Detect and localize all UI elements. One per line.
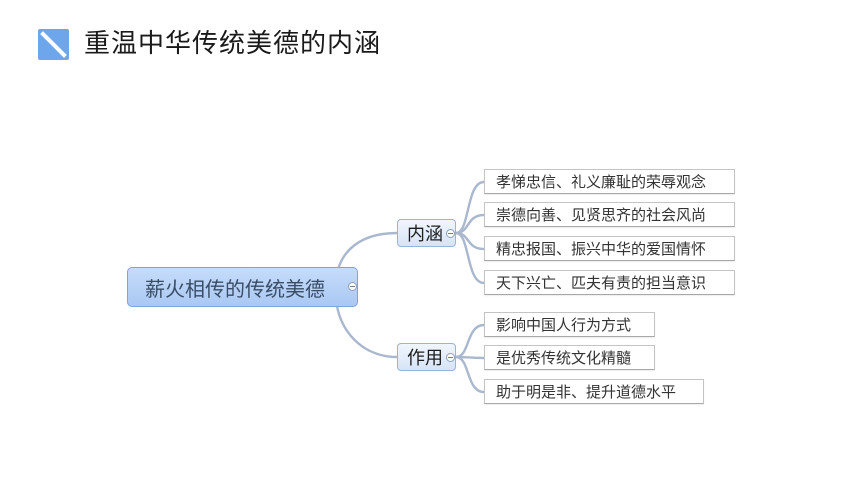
leaf-node-label: 天下兴亡、匹夫有责的担当意识 — [496, 274, 707, 292]
leaf-node[interactable]: 助于明是非、提升道德水平 — [484, 379, 704, 404]
leaf-node[interactable]: 孝悌忠信、礼义廉耻的荣辱观念 — [484, 169, 735, 194]
title-accent-icon — [38, 28, 69, 60]
branch-zuoyong-collapse-toggle-icon[interactable] — [446, 353, 455, 362]
leaf-node[interactable]: 崇德向善、见贤思齐的社会风尚 — [484, 202, 735, 227]
connector-zuoyong-leaf-3 — [454, 355, 486, 394]
leaf-node-label: 精忠报国、振兴中华的爱国情怀 — [496, 240, 707, 258]
branch-node-label: 内涵 — [407, 224, 443, 245]
page-header: 重温中华传统美德的内涵 — [38, 26, 381, 62]
leaf-node[interactable]: 精忠报国、振兴中华的爱国情怀 — [484, 236, 735, 261]
root-collapse-toggle-icon[interactable] — [348, 282, 357, 291]
leaf-node[interactable]: 天下兴亡、匹夫有责的担当意识 — [484, 270, 735, 295]
page-title: 重温中华传统美德的内涵 — [84, 29, 382, 59]
leaf-node-label: 影响中国人行为方式 — [496, 316, 632, 334]
root-node-label: 薪火相传的传统美德 — [145, 276, 325, 301]
connector-neihan-leaf-1 — [454, 180, 486, 235]
leaf-node-label: 孝悌忠信、礼义廉耻的荣辱观念 — [496, 173, 707, 191]
leaf-node-label: 助于明是非、提升道德水平 — [496, 383, 677, 401]
leaf-node-label: 是优秀传统文化精髓 — [496, 349, 632, 367]
leaf-node[interactable]: 影响中国人行为方式 — [484, 312, 655, 337]
connector-root-zuoyong — [334, 296, 399, 359]
branch-neihan-collapse-toggle-icon[interactable] — [446, 229, 455, 238]
leaf-node[interactable]: 是优秀传统文化精髓 — [484, 345, 655, 370]
branch-node-neihan[interactable]: 内涵 — [397, 219, 456, 247]
connector-neihan-leaf-4 — [454, 231, 486, 285]
root-node[interactable]: 薪火相传的传统美德 — [127, 267, 358, 307]
branch-node-label: 作用 — [407, 348, 443, 369]
connector-zuoyong-leaf-1 — [454, 323, 486, 359]
leaf-node-label: 崇德向善、见贤思齐的社会风尚 — [496, 206, 707, 224]
